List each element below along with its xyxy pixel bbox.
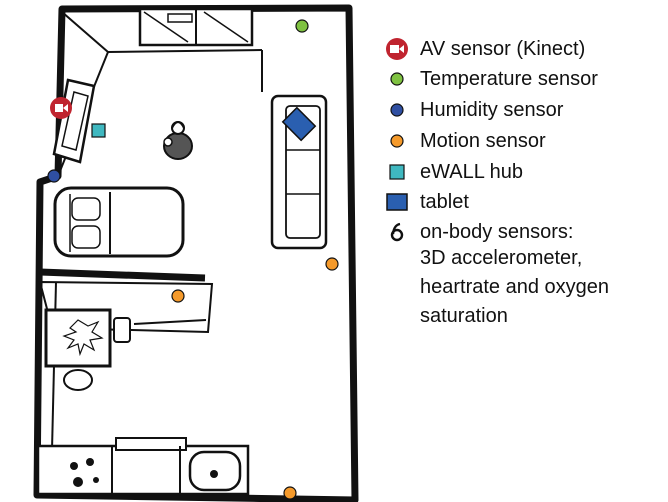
legend-label-humidity: Humidity sensor [420,98,564,121]
blue-dot-icon [384,97,410,123]
legend-body-line-2: heartrate and oxygen [420,276,610,298]
legend-item-humidity: Humidity sensor [384,95,563,125]
camera-icon [384,36,410,62]
legend-item-av: AV sensor (Kinect) [384,34,585,64]
legend-label-temperature: Temperature sensor [420,67,598,90]
dining-table [44,308,131,391]
room-divider-wall [39,268,206,282]
top-wall-line [107,49,263,53]
body-sensor-icon [384,219,410,245]
wall-unit-left [52,78,96,164]
legend-item-body: on-body sensors: [384,217,573,247]
legend-item-tablet: tablet [384,187,469,217]
tablet-icon [281,106,317,142]
sofa [270,94,328,250]
motion-sensor-icon [171,289,185,303]
orange-dot-icon [384,128,410,154]
window-top [138,7,254,47]
legend-label-av: AV sensor (Kinect) [420,37,586,60]
legend-body-line-3: saturation [420,305,508,327]
bed [53,186,185,258]
motion-sensor-icon [283,486,297,500]
corner-line [61,11,109,53]
ewall-hub-icon [91,123,106,138]
teal-square-icon [384,159,410,185]
person-icon [163,121,193,160]
legend-label-hub: eWALL hub [420,160,524,183]
legend-item-motion: Motion sensor [384,126,546,156]
legend-item-hub: eWALL hub [384,157,523,187]
legend-item-temperature: Temperature sensor [384,64,598,94]
legend-label-body: on-body sensors: [420,220,574,243]
motion-sensor-icon [325,257,339,271]
floor-plan [33,4,359,502]
temperature-sensor-icon [295,19,309,33]
legend-label-motion: Motion sensor [420,129,546,152]
legend-label-tablet: tablet [420,190,469,213]
tablet-icon [384,189,410,215]
humidity-sensor-icon [47,169,61,183]
legend-body-line-1: 3D accelerometer, [420,247,583,269]
kitchen-appliances [36,437,250,496]
green-dot-icon [384,66,410,92]
av-sensor-icon [50,97,72,119]
